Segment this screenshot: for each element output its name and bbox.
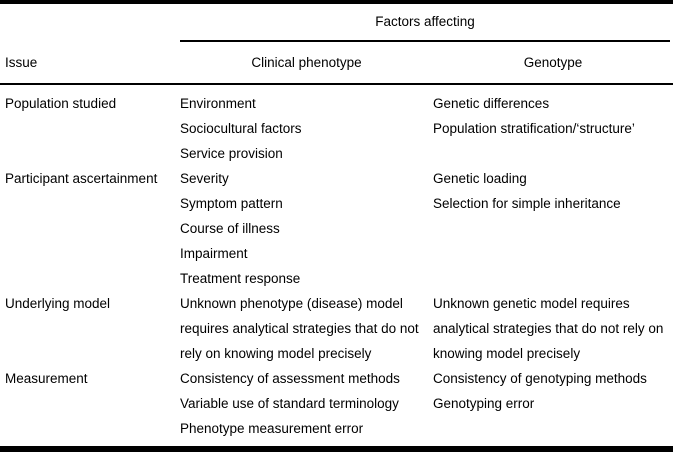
cell-line: Sociocultural factors <box>180 121 302 136</box>
cell-line: Service provision <box>180 146 283 161</box>
table-row-group: Measurement Consistency of assessment met… <box>0 366 673 441</box>
cell-line: Unknown phenotype (disease) model requir… <box>180 296 419 361</box>
cell-line: Symptom pattern <box>180 196 283 211</box>
table-bottom-rule <box>0 446 673 452</box>
cell-line: Population stratification/‘structure’ <box>433 121 635 136</box>
table-row-group: Underlying model Unknown phenotype (disea… <box>0 291 673 366</box>
issue-cell: Population studied <box>0 91 180 116</box>
cell-line: Population studied <box>5 96 117 111</box>
cell-line: Treatment response <box>180 271 301 286</box>
column-header-issue: Issue <box>5 55 38 70</box>
cell-line: Selection for simple inheritance <box>433 196 621 211</box>
genotype-cell: Unknown genetic model requires analytica… <box>433 291 673 366</box>
issue-cell: Participant ascertainment <box>0 166 180 191</box>
cell-line: Genetic differences <box>433 96 550 111</box>
cell-line: Participant ascertainment <box>5 171 158 186</box>
cell-line: Consistency of assessment methods <box>180 371 400 386</box>
issue-cell: Measurement <box>0 366 180 391</box>
cell-line: Measurement <box>5 371 88 386</box>
cell-line: Phenotype measurement error <box>180 421 364 436</box>
column-header-row: Issue Clinical phenotype Genotype <box>0 42 673 83</box>
cell-line: Environment <box>180 96 256 111</box>
cell-line: Consistency of genotyping methods <box>433 371 647 386</box>
table-top-rule <box>0 0 673 4</box>
cell-line: Underlying model <box>5 296 111 311</box>
column-header-genotype: Genotype <box>523 55 583 70</box>
spanner-header-factors-affecting: Factors affecting <box>375 14 475 29</box>
cell-line: Course of illness <box>180 221 280 236</box>
spanner-row: Factors affecting <box>0 4 673 40</box>
column-header-clinical-phenotype: Clinical phenotype <box>251 55 362 70</box>
cell-line: Genetic loading <box>433 171 527 186</box>
header-bottom-rule <box>0 83 673 85</box>
clinical-phenotype-cell: Unknown phenotype (disease) model requir… <box>180 291 433 366</box>
cell-line: Impairment <box>180 246 248 261</box>
issue-cell: Underlying model <box>0 291 180 316</box>
spanner-underline-rule <box>180 40 670 42</box>
cell-line: Variable use of standard terminology <box>180 396 399 411</box>
cell-line: Severity <box>180 171 229 186</box>
cell-line: Unknown genetic model requires analytica… <box>433 296 664 361</box>
cell-line: Genotyping error <box>433 396 535 411</box>
